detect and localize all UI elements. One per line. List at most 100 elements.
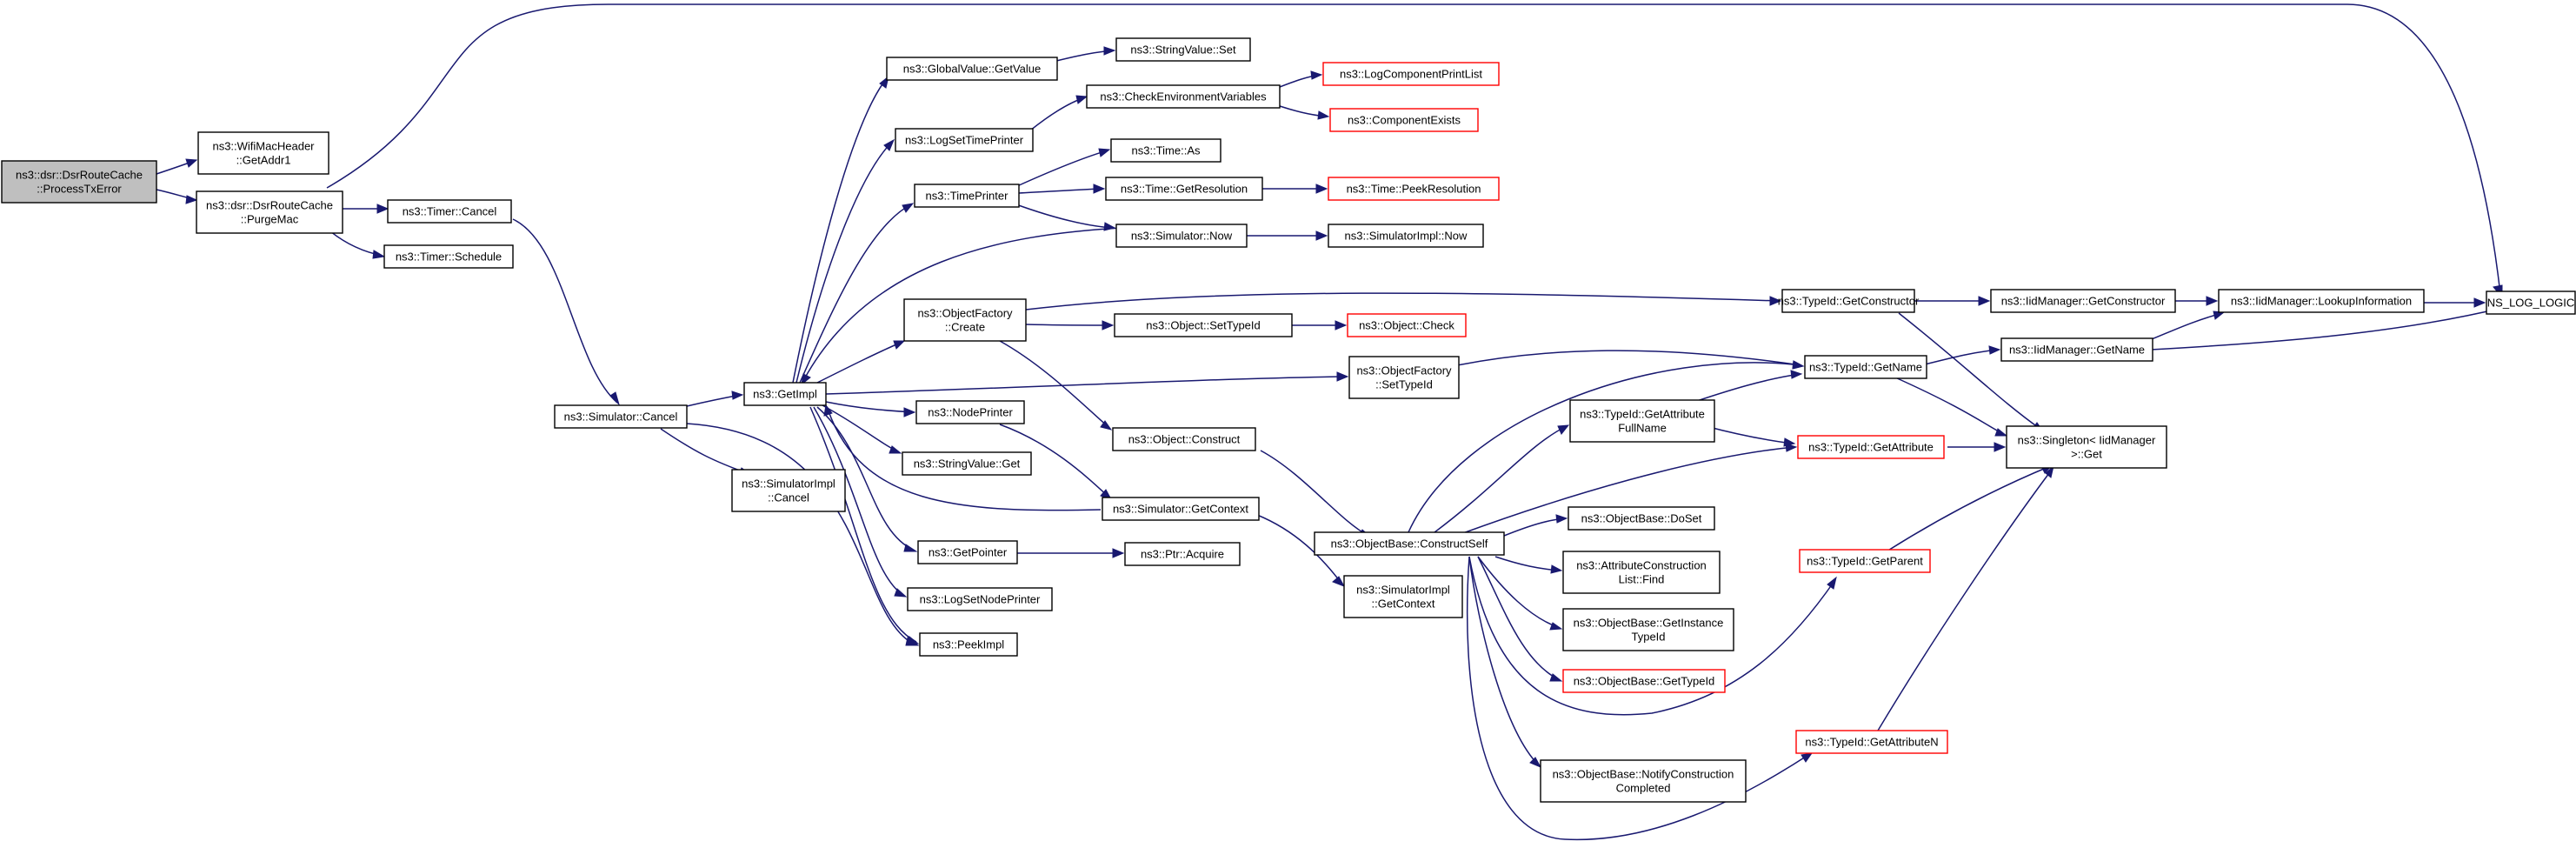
node-box (1086, 84, 1281, 109)
edge-constructself-typegetattrfullname (1434, 425, 1568, 533)
edge-head (1336, 371, 1349, 382)
node-log-set-node-printer[interactable]: ns3::LogSetNodePrinter (907, 587, 1053, 611)
node-label-line: ns3::ObjectBase::NotifyConstruction (1553, 768, 1734, 781)
node-iid-get-constructor[interactable]: ns3::IidManager::GetConstructor (1990, 289, 2176, 313)
node-type-get-attribute-n[interactable]: ns3::TypeId::GetAttributeN (1795, 730, 1948, 754)
node-label-line: FullName (1618, 422, 1667, 435)
node-box (1112, 427, 1256, 451)
node-obj-check[interactable]: ns3::Object::Check (1347, 313, 1467, 337)
node-peek-impl[interactable]: ns3::PeekImpl (919, 632, 1018, 657)
node-sim-impl-get-context[interactable]: ns3::SimulatorImpl::GetContext (1343, 575, 1463, 618)
node-type-get-attribute[interactable]: ns3::TypeId::GetAttribute (1797, 435, 1945, 459)
node-time-get-res[interactable]: ns3::Time::GetResolution (1105, 177, 1263, 201)
node-sim-cancel[interactable]: ns3::Simulator::Cancel (554, 404, 688, 429)
edge-getimpl-peekimpl (809, 406, 917, 643)
edge-head (1317, 110, 1330, 120)
node-label-line: ns3::LogSetTimePrinter (905, 134, 1024, 147)
edge-head (1103, 46, 1116, 56)
node-label-line: ns3::TimePrinter (926, 190, 1009, 203)
edge-head (372, 250, 386, 259)
node-label-line: ns3::SimulatorImpl (1356, 584, 1450, 597)
node-ptr-acquire[interactable]: ns3::Ptr::Acquire (1124, 542, 1241, 566)
edge-typegetconstructor-singletonget (1898, 312, 2042, 431)
node-box (902, 451, 1032, 476)
node-label-line: ns3::Time::As (1132, 144, 1201, 157)
node-string-get[interactable]: ns3::StringValue::Get (902, 451, 1032, 476)
node-time-printer[interactable]: ns3::TimePrinter (914, 184, 1020, 208)
node-label-line: ns3::AttributeConstruction (1576, 559, 1707, 572)
edge-simcancel-simimplcancel (660, 428, 750, 475)
edge-head (1102, 320, 1115, 331)
node-log-comp-print-list[interactable]: ns3::LogComponentPrintList (1322, 62, 1500, 86)
edge-getimpl-globalgetvalue (792, 77, 888, 384)
node-singleton-get[interactable]: ns3::Singleton< IidManager >::Get (2006, 425, 2167, 469)
node-obj-factory-create[interactable]: ns3::ObjectFactory::Create (903, 298, 1027, 342)
node-log-set-time-printer[interactable]: ns3::LogSetTimePrinter (895, 128, 1034, 152)
edge-head (1827, 576, 1837, 590)
node-label-line: ns3::ObjectBase::ConstructSelf (1331, 538, 1488, 551)
node-time-as[interactable]: ns3::Time::As (1110, 138, 1221, 163)
edge-head (903, 407, 916, 417)
node-obj-factory-set-type-id[interactable]: ns3::ObjectFactory::SetTypeId (1348, 356, 1460, 399)
node-box (554, 404, 688, 429)
node-layer: ns3::dsr::DsrRouteCache::ProcessTxErrorn… (1, 37, 2576, 803)
node-label-line: ns3::SimulatorImpl (742, 477, 835, 491)
node-ns-log-logic[interactable]: NS_LOG_LOGIC (2486, 290, 2576, 315)
node-get-pointer[interactable]: ns3::GetPointer (917, 540, 1018, 564)
node-label-line: ns3::Timer::Cancel (403, 205, 497, 218)
node-check-env[interactable]: ns3::CheckEnvironmentVariables (1086, 84, 1281, 109)
node-box (1110, 138, 1221, 163)
node-timer-schedule[interactable]: ns3::Timer::Schedule (383, 244, 514, 269)
edge-constructself-typegetattribute (1460, 446, 1795, 535)
node-sim-now[interactable]: ns3::Simulator::Now (1115, 224, 1248, 248)
node-box (2006, 425, 2167, 469)
node-type-get-constructor[interactable]: ns3::TypeId::GetConstructor (1778, 289, 1920, 313)
node-label-line: ::SetTypeId (1375, 378, 1433, 391)
node-type-get-name[interactable]: ns3::TypeId::GetName (1804, 355, 1927, 379)
edge-head (185, 195, 198, 204)
node-get-impl[interactable]: ns3::GetImpl (743, 382, 827, 406)
node-node-printer[interactable]: ns3::NodePrinter (915, 400, 1025, 424)
node-obj-base-get-type-id[interactable]: ns3::ObjectBase::GetTypeId (1562, 669, 1726, 693)
node-label-line: ns3::ObjectBase::DoSet (1581, 512, 1702, 525)
node-box (1322, 62, 1500, 86)
node-box (197, 131, 329, 175)
node-type-get-parent[interactable]: ns3::TypeId::GetParent (1799, 549, 1931, 573)
node-label-line: ns3::StringValue::Set (1130, 43, 1236, 57)
node-sim-impl-cancel[interactable]: ns3::SimulatorImpl::Cancel (731, 469, 846, 512)
node-obj-base-do-set[interactable]: ns3::ObjectBase::DoSet (1568, 506, 1715, 531)
node-obj-set-type-id[interactable]: ns3::Object::SetTypeId (1114, 313, 1293, 337)
node-sim-get-context[interactable]: ns3::Simulator::GetContext (1102, 497, 1260, 521)
node-purge-mac[interactable]: ns3::dsr::DsrRouteCache::PurgeMac (196, 190, 343, 234)
node-iid-lookup-info[interactable]: ns3::IidManager::LookupInformation (2218, 289, 2425, 313)
node-sim-impl-now[interactable]: ns3::SimulatorImpl::Now (1328, 224, 1484, 248)
node-label-line: ns3::Time::GetResolution (1121, 183, 1248, 196)
node-label-line: TypeId (1631, 631, 1665, 644)
edge-constructself-attrlistfind (1494, 556, 1561, 571)
node-box (1540, 759, 1747, 803)
edge-head (1335, 320, 1348, 331)
node-label-line: ns3::TypeId::GetAttributeN (1805, 736, 1938, 749)
node-global-get-value[interactable]: ns3::GlobalValue::GetValue (886, 57, 1058, 81)
node-timer-cancel[interactable]: ns3::Timer::Cancel (387, 199, 512, 224)
node-process-tx-error[interactable]: ns3::dsr::DsrRouteCache::ProcessTxError (1, 160, 157, 204)
node-time-peek-res[interactable]: ns3::Time::PeekResolution (1328, 177, 1500, 201)
node-iid-get-name[interactable]: ns3::IidManager::GetName (2000, 337, 2153, 362)
node-label-line: ns3::Object::Check (1359, 319, 1454, 332)
node-string-set[interactable]: ns3::StringValue::Set (1115, 37, 1251, 62)
node-box (915, 400, 1025, 424)
node-construct-self[interactable]: ns3::ObjectBase::ConstructSelf (1314, 531, 1505, 556)
edge-head (1978, 296, 1991, 306)
node-box (1804, 355, 1927, 379)
node-label-line: ns3::Simulator::Cancel (564, 411, 678, 424)
node-notify-construction[interactable]: ns3::ObjectBase::NotifyConstructionCompl… (1540, 759, 1747, 803)
node-label-line: ns3::Timer::Schedule (396, 250, 502, 264)
node-comp-exists[interactable]: ns3::ComponentExists (1329, 108, 1479, 132)
node-wifi-get-addr1[interactable]: ns3::WifiMacHeader::GetAddr1 (197, 131, 329, 175)
node-label-line: ns3::Simulator::Now (1131, 230, 1233, 243)
node-obj-construct[interactable]: ns3::Object::Construct (1112, 427, 1256, 451)
edge-typegetattributen-singletonget (1877, 469, 2053, 731)
